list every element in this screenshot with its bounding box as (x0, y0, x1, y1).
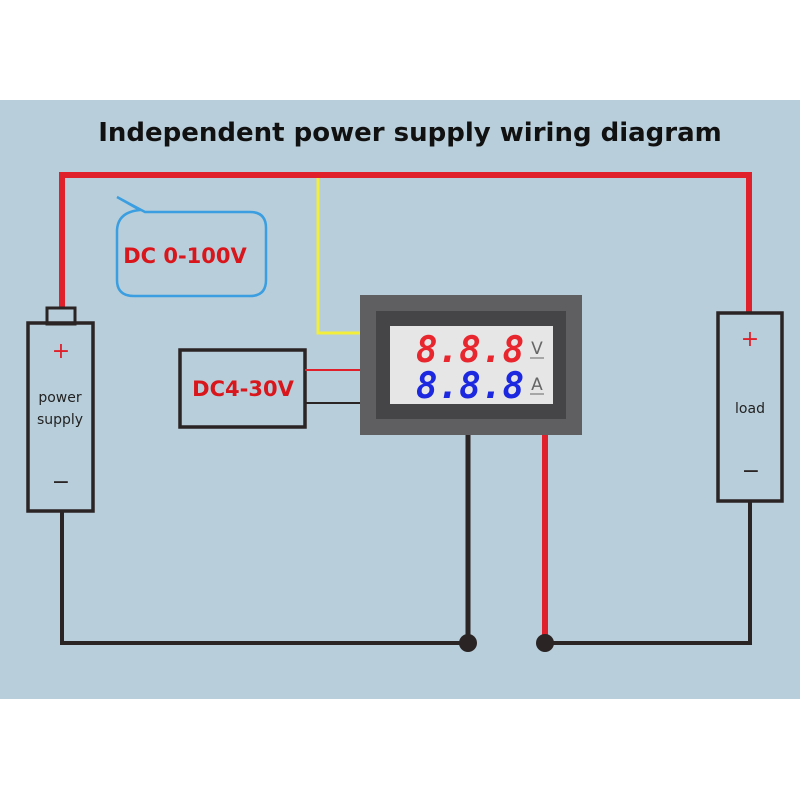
current-display: 8.8.8 (416, 366, 524, 407)
negative-wire-supply (60, 511, 468, 645)
power-supply-label-line2: supply (37, 412, 83, 428)
negative-wire-load (545, 501, 752, 645)
aux-supply-box (178, 348, 307, 429)
power-supply-minus-sign: − (52, 470, 70, 495)
junction-dot-negative (459, 634, 477, 652)
power-supply-label-line1: power (38, 390, 82, 406)
voltage-range-callout (115, 195, 268, 298)
current-unit: A (531, 375, 543, 395)
voltage-display: 8.8.8 (416, 330, 524, 371)
callout-text: DC 0-100V (123, 244, 247, 268)
diagram-title: Independent power supply wiring diagram (98, 118, 722, 148)
meter-screen (390, 326, 553, 404)
voltage-unit: V (531, 339, 543, 359)
load-minus-sign: − (742, 459, 760, 484)
aux-supply-label: DC4-30V (192, 377, 294, 401)
load-label: load (735, 401, 765, 417)
load-plus-sign: + (741, 327, 759, 352)
junction-dot-load (536, 634, 554, 652)
voltage-sense-wire (316, 178, 360, 335)
positive-wire-top (59, 172, 752, 312)
power-supply-plus-sign: + (52, 339, 70, 364)
